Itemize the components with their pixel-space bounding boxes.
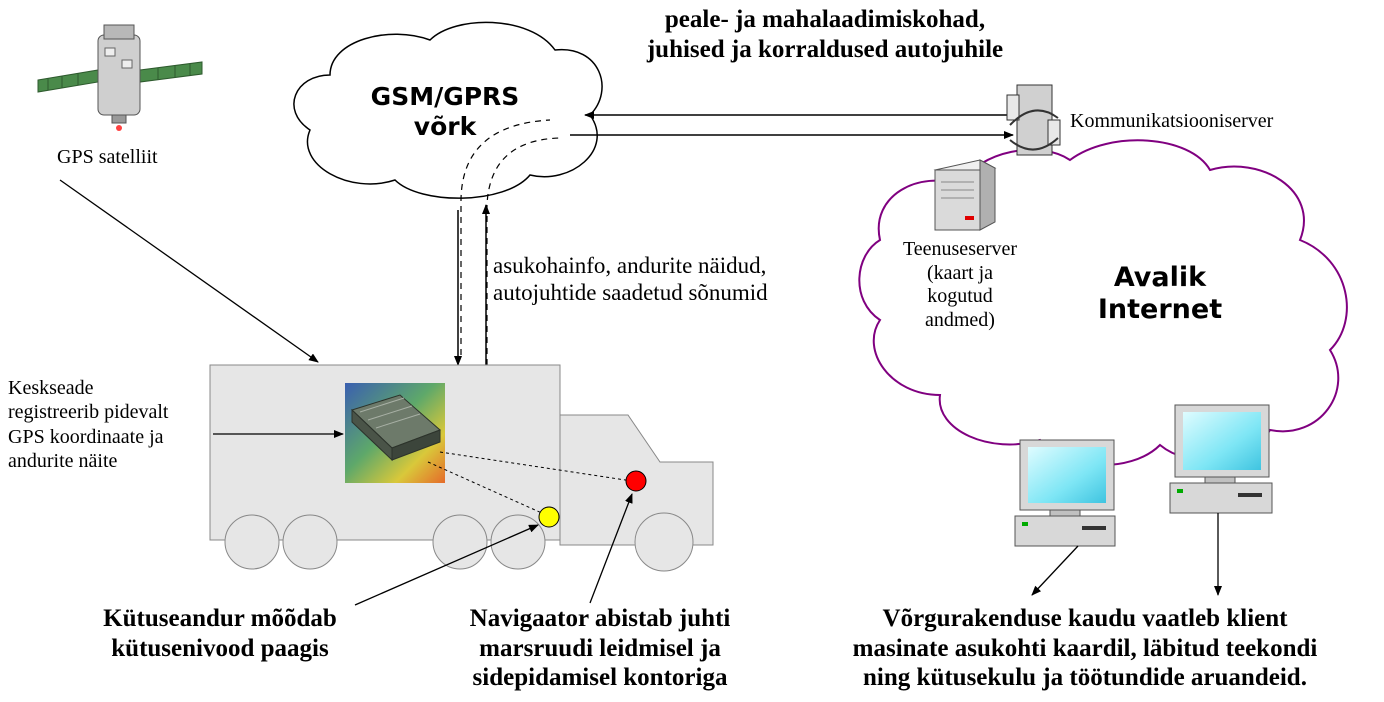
service-server-line2: (kaart ja [926,261,994,284]
service-server-icon [933,159,997,231]
truck-wheel [282,514,338,570]
internet-cloud-label: Avalik Internet [1060,262,1260,326]
central-unit-line3: GPS koordinaate ja [8,425,164,448]
gsm-dashed-path-outer [460,119,551,355]
navigator-line1: Navigaator abistab juhti [469,605,731,632]
service-server-line3: kogutud [927,285,993,308]
navigator-dot [625,470,647,492]
central-unit-line2: registreerib pidevalt [8,401,169,424]
gsm-cloud-line1: GSM/GPRS [370,82,520,111]
gsm-cloud-label: GSM/GPRS võrk [345,82,545,141]
arrow-satellite-to-unit [59,179,319,363]
top-message-line2: juhised ja korraldused autojuhile [646,35,1004,63]
truck [209,364,714,572]
arrow-navigator-label [589,493,633,604]
internet-cloud-line2: Internet [1097,293,1223,325]
fuel-sensor-line2: kütusenivood paagis [111,634,329,662]
service-server-line1: Teenuseserver [902,238,1018,260]
satellite-label: GPS satelliit [57,146,158,168]
navigator-line2: marsruudi leidmisel ja [479,634,721,662]
arrow-computer1-to-text [1031,545,1079,596]
dotted-link-navigator [439,451,633,482]
central-unit-label: Keskseade registreerib pidevalt GPS koor… [8,376,169,474]
client-computer-icon [1014,439,1116,547]
fuel-sensor-line1: Kütuseandur mõõdab [103,605,337,632]
internet-cloud-line1: Avalik [1113,262,1207,293]
satellite-icon [37,24,203,131]
gsm-cloud-line2: võrk [413,111,477,141]
comm-server-label: Kommunikatsiooniserver [1070,110,1274,132]
truck-wheel [634,512,694,572]
client-line3: ning kütusekulu ja töötundide aruandeid. [863,664,1307,691]
top-message-line1: peale- ja mahalaadimiskohad, [664,6,986,33]
truck-wheel [224,514,280,570]
internet-cloud [858,139,1348,467]
gsm-dashed-path-inner [486,137,561,365]
navigator-label: Navigaator abistab juhti marsruudi leidm… [440,604,760,693]
uplink-message-line1: asukohainfo, andurite näidud, [493,253,767,278]
central-unit-line4: andurite näite [8,450,118,473]
central-unit-line1: Keskseade [8,377,94,399]
gsm-cloud [293,21,603,199]
central-unit-image [345,383,445,483]
top-message: peale- ja mahalaadimiskohad, juhised ja … [590,5,1060,64]
client-computer-icon [1169,404,1273,514]
comm-server-icon [1006,84,1061,156]
uplink-message: asukohainfo, andurite näidud, autojuhtid… [493,252,768,306]
client-line1: Võrgurakenduse kaudu vaatleb klient [882,605,1288,632]
client-line2: masinate asukohti kaardil, läbitud teeko… [852,634,1318,662]
client-label: Võrgurakenduse kaudu vaatleb klient masi… [790,604,1380,693]
truck-wheel [432,514,488,570]
fuel-sensor-dot [538,506,560,528]
service-server-label: Teenuseserver (kaart ja kogutud andmed) [885,238,1035,332]
uplink-message-line2: autojuhtide saadetud sõnumid [493,280,768,306]
navigator-line3: sidepidamisel kontoriga [472,664,728,691]
service-server-line4: andmed) [925,308,995,331]
arrow-fuel-label [354,524,539,606]
fuel-sensor-label: Kütuseandur mõõdab kütusenivood paagis [70,604,370,663]
